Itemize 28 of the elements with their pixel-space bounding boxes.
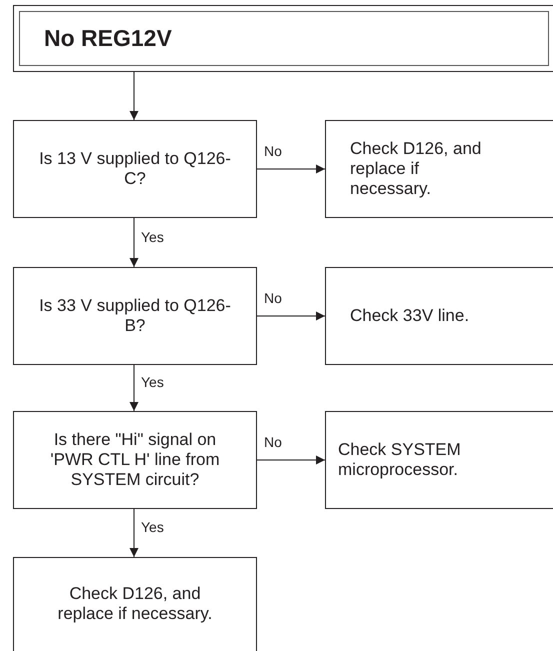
edge-label: No <box>263 143 283 159</box>
heading: No REG12V <box>44 25 172 52</box>
decision-box <box>13 120 257 218</box>
process-box <box>13 557 257 651</box>
arrow <box>130 72 138 120</box>
edge-label: Yes <box>140 519 165 535</box>
decision-box <box>13 267 257 365</box>
edge-label: No <box>263 434 283 450</box>
question-text: Is 33 V supplied to Q126-B? <box>38 296 232 336</box>
action-text: Check D126, and replace if necessary. <box>350 139 482 199</box>
arrow <box>256 456 326 464</box>
edge-label: No <box>263 290 283 306</box>
arrow <box>130 364 138 412</box>
question-text: Is there "Hi" signal on 'PWR CTL H' line from SYSTEM circuit? <box>49 430 221 490</box>
action-text: Check 33V line. <box>350 306 470 326</box>
process-box <box>325 120 553 218</box>
arrow <box>256 164 326 174</box>
edge-label: Yes <box>140 374 165 390</box>
arrow <box>130 508 138 558</box>
action-text: Check SYSTEM microprocessor. <box>338 440 462 480</box>
arrow <box>256 312 326 320</box>
question-text: Is 13 V supplied to Q126-C? <box>38 149 232 189</box>
title-box <box>13 5 553 72</box>
process-box <box>325 267 553 365</box>
decision-box <box>13 411 257 509</box>
action-text: Check D126, and replace if necessary. <box>56 584 214 624</box>
process-box <box>325 411 553 509</box>
arrow <box>130 218 138 268</box>
